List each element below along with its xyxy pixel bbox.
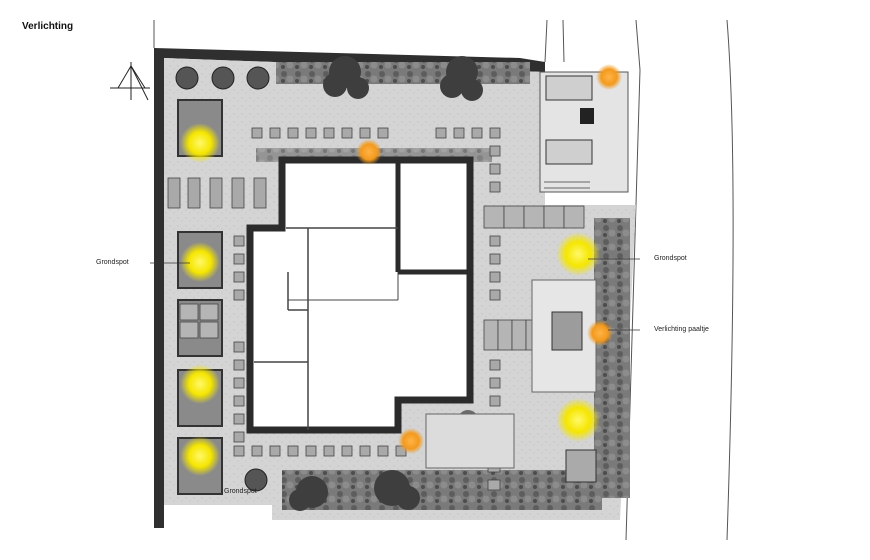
label-grondspot-right: Grondspot xyxy=(654,255,687,262)
deck-area xyxy=(425,71,629,483)
post-light xyxy=(356,139,382,165)
post-light xyxy=(587,320,613,346)
ground-spot xyxy=(180,242,220,282)
page-title: Verlichting xyxy=(22,21,74,32)
trees xyxy=(289,56,483,511)
north-arrow-icon xyxy=(110,62,150,101)
ground-spot xyxy=(556,398,600,442)
ground-spot xyxy=(556,232,600,276)
ground-spot xyxy=(180,436,220,476)
ground-spot xyxy=(180,123,220,163)
house-outline xyxy=(246,156,474,434)
post-lights xyxy=(356,64,622,454)
post-light xyxy=(398,428,424,454)
label-verlichting-paaltje: Verlichting paaltje xyxy=(654,326,709,333)
label-grondspot-bottom: Grondspot xyxy=(224,488,257,495)
leader-lines xyxy=(150,258,640,331)
round-shrubs xyxy=(175,66,270,492)
post-light xyxy=(596,64,622,90)
ground-spot-lights xyxy=(180,123,600,476)
label-grondspot-left: Grondspot xyxy=(96,259,129,266)
ground-spot xyxy=(180,364,220,404)
